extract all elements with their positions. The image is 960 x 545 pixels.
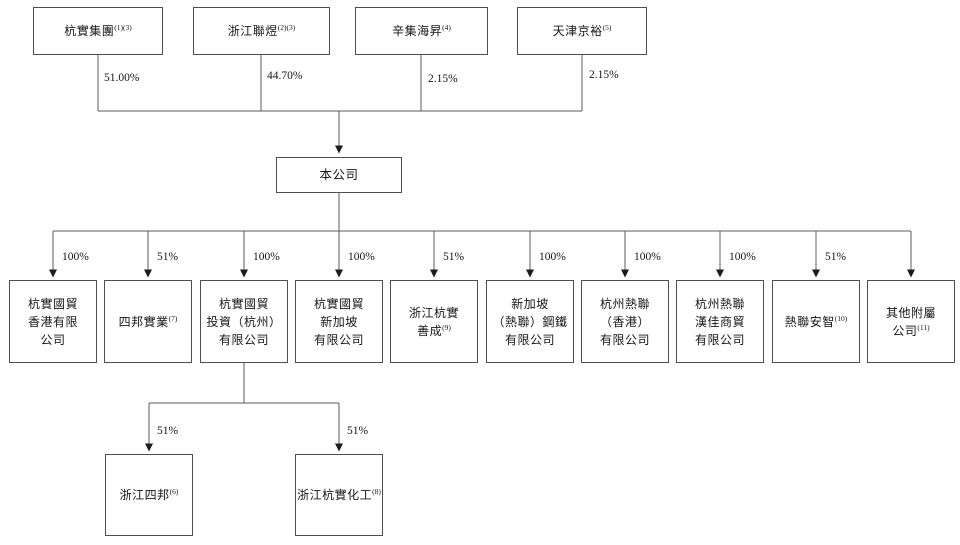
company-name: 浙江四邦 [119,488,170,502]
footnote-ref: (8) [372,487,381,496]
company-name: 杭實國貿 香港有限 公司 [27,296,78,347]
ownership-lines-sub [145,363,343,452]
footnote-ref: (1)(3) [114,23,132,32]
ownership-lines-bottom [49,193,915,278]
subsidiary-box-7: 杭州熱聯 （香港） 有限公司 [581,280,669,363]
company-name: 浙江杭實化工 [297,488,373,502]
footnote-ref: (4) [442,23,451,32]
subsidiary-box-5: 浙江杭實 善成(9) [390,280,478,363]
footnote-ref: (10) [834,313,848,323]
ownership-pct-sub-5: 51% [442,251,466,264]
ownership-pct-sub-3: 100% [252,251,281,264]
company-name: 熱聯安智 [784,314,835,329]
subsidiary-box-2: 四邦實業(7) [104,280,192,363]
sub-subsidiary-box-2: 浙江杭實化工(8) [295,454,383,536]
company-box-root: 本公司 [276,157,402,193]
ownership-pct-top-2: 44.70% [266,70,304,83]
company-name: 其他附屬 公司 [885,305,936,338]
footnote-ref: (2)(3) [277,23,296,32]
ownership-pct-sub-2: 51% [156,251,180,264]
company-name: 新加坡 （熱聯）鋼鐵 有限公司 [492,296,568,347]
ownership-pct-sub-9: 51% [824,251,848,264]
subsidiary-box-3: 杭實國貿 投資（杭州） 有限公司 [200,280,288,363]
shareholder-box-3: 辛集海昇(4) [355,7,488,55]
ownership-pct-sub-8: 100% [728,251,757,264]
shareholder-box-4: 天津京裕(5) [517,7,647,55]
company-name: 杭實國貿 新加坡 有限公司 [313,296,364,347]
shareholder-box-2: 浙江聯煜(2)(3) [193,7,330,55]
sub-subsidiary-box-1: 浙江四邦(6) [105,454,193,536]
ownership-pct-sub-6: 100% [538,251,567,264]
footnote-ref: (5) [602,23,612,32]
ownership-pct-sub-7: 100% [633,251,662,264]
company-name: 辛集海昇 [392,24,443,38]
company-name: 杭州熱聯 （香港） 有限公司 [599,296,650,347]
subsidiary-box-4: 杭實國貿 新加坡 有限公司 [295,280,383,363]
company-name: 杭州熱聯 漢佳商貿 有限公司 [694,296,745,347]
company-name: 杭實集團 [64,24,115,38]
ownership-pct-sub-1: 100% [61,251,90,264]
company-name: 四邦實業 [118,314,169,329]
company-name: 杭實國貿 投資（杭州） 有限公司 [206,296,282,347]
ownership-lines-top [97,55,583,154]
subsidiary-box-10: 其他附屬 公司(11) [867,280,955,363]
footnote-ref: (6) [169,487,179,496]
company-name: 浙江聯煜 [227,24,278,38]
shareholder-box-1: 杭實集團(1)(3) [33,7,163,55]
footnote-ref: (9) [442,322,451,332]
ownership-pct-subsub-1: 51% [156,425,180,438]
company-name: 本公司 [319,167,359,182]
ownership-pct-subsub-2: 51% [346,425,370,438]
subsidiary-box-8: 杭州熱聯 漢佳商貿 有限公司 [676,280,764,363]
ownership-pct-top-3: 2.15% [427,73,459,86]
footnote-ref: (7) [168,313,178,323]
ownership-pct-top-4: 2.15% [588,69,620,82]
subsidiary-box-6: 新加坡 （熱聯）鋼鐵 有限公司 [486,280,574,363]
footnote-ref: (11) [917,322,930,332]
ownership-pct-sub-4: 100% [347,251,376,264]
company-name: 浙江杭實 善成 [408,305,459,338]
company-name: 天津京裕 [552,24,603,38]
subsidiary-box-1: 杭實國貿 香港有限 公司 [9,280,97,363]
ownership-pct-top-1: 51.00% [103,72,141,85]
subsidiary-box-9: 熱聯安智(10) [772,280,860,363]
